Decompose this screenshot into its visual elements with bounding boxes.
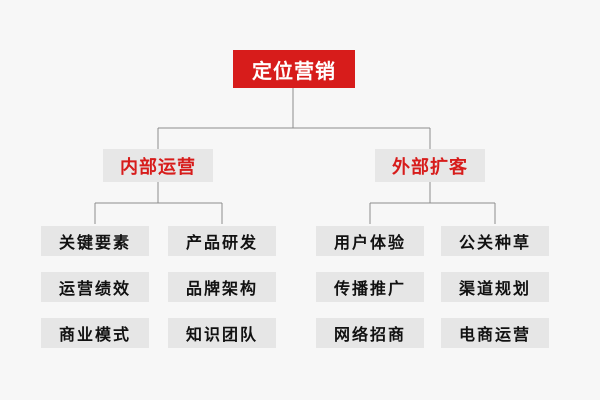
leaf-internal-4: 品牌架构 <box>168 272 276 302</box>
leaf-external-5: 网络招商 <box>316 318 424 348</box>
leaf-external-4: 渠道规划 <box>441 272 549 302</box>
leaf-external-1: 用户体验 <box>316 226 424 256</box>
root-node: 定位营销 <box>233 50 355 88</box>
leaf-external-2: 公关种草 <box>441 226 549 256</box>
leaf-external-3: 传播推广 <box>316 272 424 302</box>
branch-external-expansion: 外部扩客 <box>375 149 485 182</box>
leaf-internal-6: 知识团队 <box>168 318 276 348</box>
branch-internal-operations: 内部运营 <box>103 149 213 182</box>
leaf-internal-5: 商业模式 <box>41 318 149 348</box>
leaf-external-6: 电商运营 <box>441 318 549 348</box>
leaf-internal-1: 关键要素 <box>41 226 149 256</box>
leaf-internal-2: 产品研发 <box>168 226 276 256</box>
leaf-internal-3: 运营绩效 <box>41 272 149 302</box>
